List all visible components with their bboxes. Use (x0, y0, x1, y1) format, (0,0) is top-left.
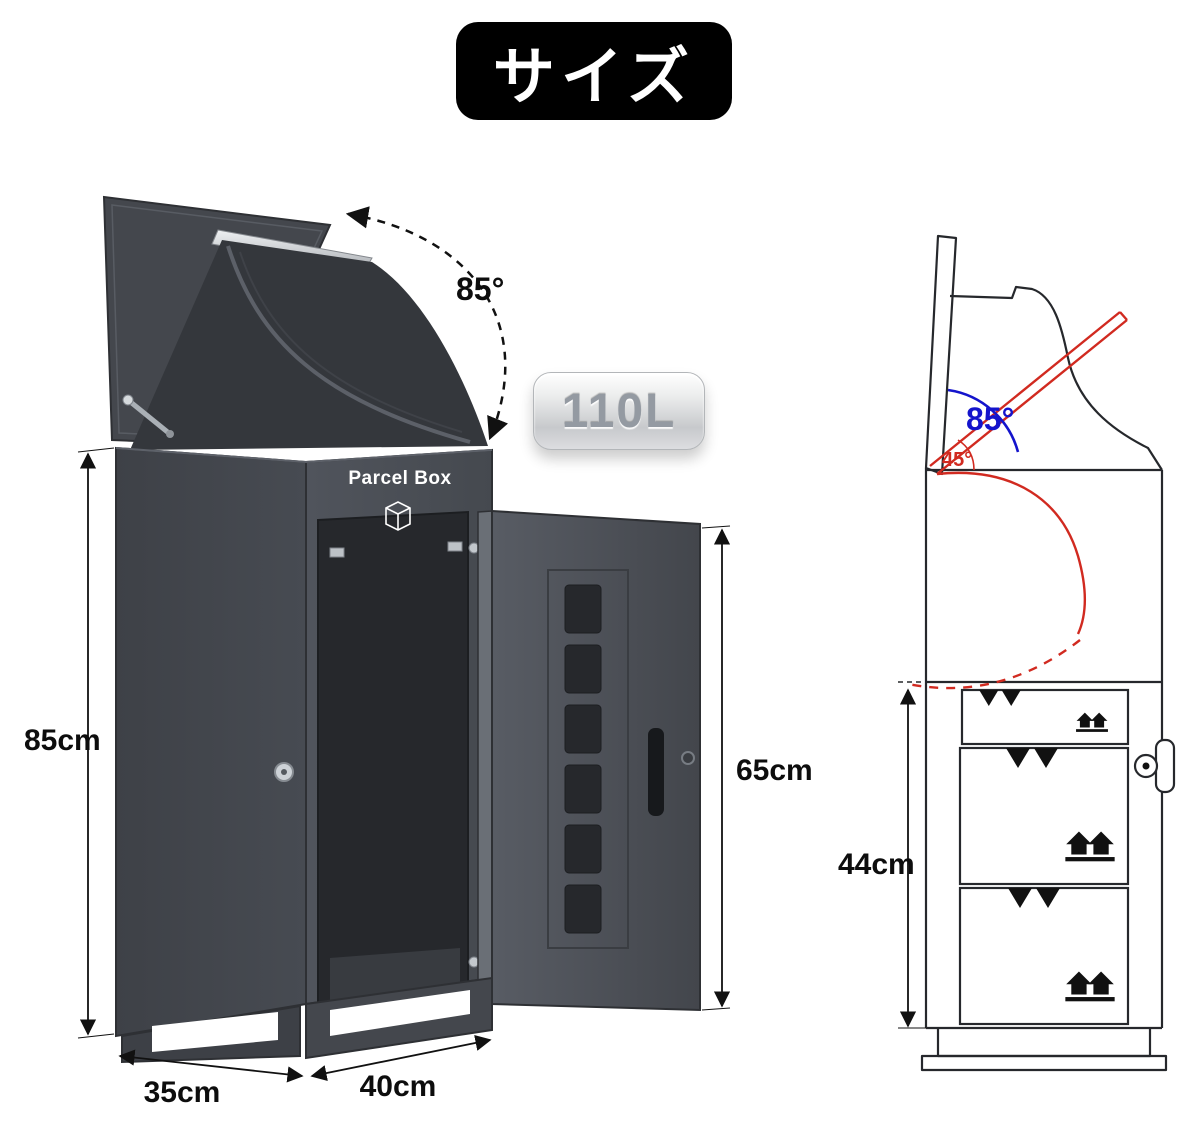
red-lid-45 (929, 311, 1128, 475)
lid-strut (122, 394, 174, 438)
rotation-red-lines (907, 311, 1128, 690)
door-open (477, 509, 701, 1012)
door-opening-interior (317, 510, 469, 1008)
side-view-diagram: 85° 45° 44cm (838, 234, 1176, 1072)
base-plate (920, 1054, 1168, 1072)
title-text: サイズ (492, 43, 696, 112)
hinge-top-left (329, 547, 345, 558)
dimension-width: 35cm (118, 1049, 304, 1109)
product-label: Parcel Box (348, 468, 451, 489)
open-angle-label: 85° (966, 401, 1014, 437)
door-vent-frame (547, 569, 629, 949)
capacity-text: 110L (561, 384, 677, 438)
edge-handle-tab (1154, 738, 1176, 794)
box-left-face (115, 446, 307, 1038)
dim-height-label: 85cm (24, 724, 101, 757)
chute-profile (949, 285, 1163, 471)
mid-angle-label: 45° (942, 449, 972, 471)
front-lock-icon (274, 762, 294, 782)
lock-icon (1133, 753, 1159, 779)
red-sweep-arc (907, 639, 1081, 690)
title-badge: サイズ (456, 22, 732, 120)
door-thickness-edge (477, 510, 493, 1007)
package-box-bottom (958, 886, 1130, 1026)
door-panel (491, 509, 701, 1012)
parcel-box-illustration: Parcel Box (24, 195, 813, 1109)
box-body: Parcel Box (115, 446, 493, 1038)
dim-depth-label: 40cm (360, 1070, 437, 1103)
side-view-outline (898, 234, 1176, 1072)
base-slot-front (330, 990, 470, 1036)
door-handle (648, 728, 664, 816)
dim-door-height-label: 65cm (736, 754, 813, 787)
dim-width-label: 35cm (144, 1076, 221, 1109)
open-lid-panel (924, 234, 958, 476)
lid-angle-annotation: 85° (345, 206, 509, 441)
red-45-arc (957, 439, 975, 471)
blue-85-arc (947, 388, 1020, 453)
dim-compartment-label: 44cm (838, 848, 915, 881)
dimension-depth: 40cm (310, 1034, 492, 1103)
door-vent-holes (564, 584, 602, 934)
door-lock-icon (681, 751, 695, 765)
lid-angle-label: 85° (456, 271, 504, 307)
hinge-top-right (447, 541, 463, 552)
package-box-middle (958, 746, 1130, 886)
lid-angle-arc (345, 206, 509, 441)
base-pedestal (936, 1028, 1152, 1058)
base-slot-left (152, 1012, 278, 1052)
red-chute (936, 471, 1086, 635)
dimension-door-height: 65cm (701, 525, 813, 1011)
dimension-height: 85cm (24, 447, 115, 1039)
lid-open (102, 195, 488, 450)
capacity-badge: 110L (533, 372, 705, 450)
parcel-icon (385, 501, 411, 531)
dimension-compartment-height: 44cm (838, 688, 926, 1029)
